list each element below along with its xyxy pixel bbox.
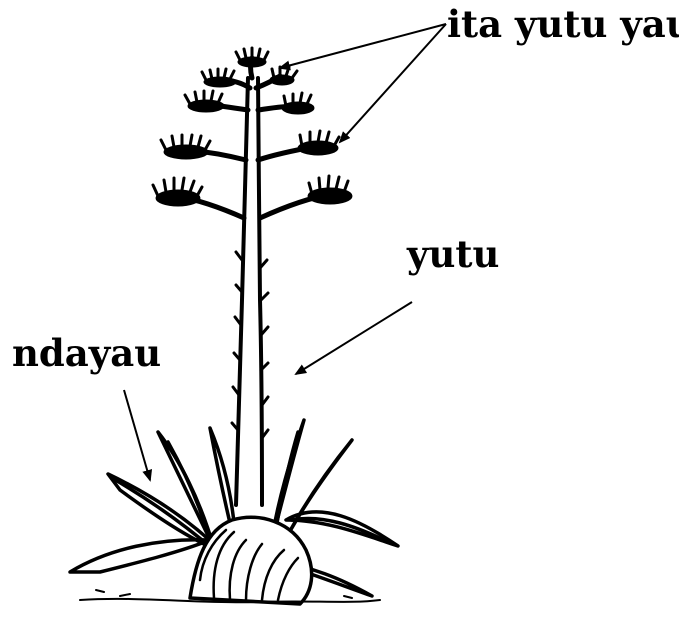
arrow-to-stem <box>296 302 412 374</box>
pointer-arrows <box>124 24 446 480</box>
arrow-to-top-flower <box>280 24 446 68</box>
leaves-label: ndayau <box>12 335 161 372</box>
arrow-to-leaf <box>124 390 150 480</box>
leaf-rosette <box>70 420 398 604</box>
stem-label: yutu <box>407 236 499 273</box>
flower-stalk <box>232 78 268 505</box>
arrow-to-side-flower <box>340 24 446 142</box>
flowers-label: ita yutu yau <box>447 6 679 43</box>
